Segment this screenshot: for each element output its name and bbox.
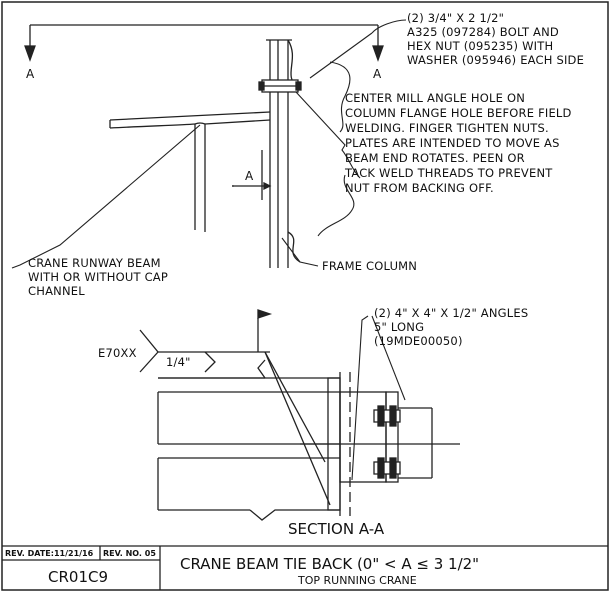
instruction-note-line: PLATES ARE INTENDED TO MOVE AS [345,136,560,150]
angle-note-line: (2) 4" X 4" X 1/2" ANGLES [374,306,528,320]
bolt-note: (2) 3/4" X 2 1/2" A325 (097284) BOLT AND… [407,11,584,67]
instruction-note-line: COLUMN FLANGE HOLE BEFORE FIELD [345,106,572,120]
instruction-note-line: BEAM END ROTATES. PEEN OR [345,151,525,165]
section-marker-right: A [373,67,382,81]
drawing-title: CRANE BEAM TIE BACK (0" < A ≤ 3 1/2" [180,555,479,573]
angle-leaders [351,315,406,481]
bolt-note-line: WASHER (095946) EACH SIDE [407,53,584,67]
section-title: SECTION A-A [288,520,385,538]
angle-note-line: (19MDE00050) [374,334,463,348]
beam-note-line: CRANE RUNWAY BEAM [28,256,161,270]
column-note: FRAME COLUMN [322,259,417,273]
beam-note-line: CHANNEL [28,284,85,298]
section-view [139,309,460,521]
rev-no: REV. NO. 05 [103,549,156,558]
angle-note: (2) 4" X 4" X 1/2" ANGLES 5" LONG (19MDE… [374,306,528,348]
instruction-note-line: WELDING. FINGER TIGHTEN NUTS. [345,121,549,135]
instruction-note-line: NUT FROM BACKING OFF. [345,181,494,195]
bolt-note-line: (2) 3/4" X 2 1/2" [407,11,504,25]
drawing-number: CR01C9 [48,568,108,586]
column-flange [300,391,460,483]
bolt-note-line: A325 (097284) BOLT AND [407,25,559,39]
beam-note-line: WITH OR WITHOUT CAP [28,270,168,284]
frame-column [266,39,301,268]
instruction-note-line: CENTER MILL ANGLE HOLE ON [345,91,525,105]
weld-spec: E70XX [98,346,137,360]
leader-lines [11,19,407,269]
instruction-note: CENTER MILL ANGLE HOLE ON COLUMN FLANGE … [344,91,572,195]
bolt-assembly [258,79,302,93]
crane-runway-beam [109,111,271,232]
section-marker-left: A [26,67,35,81]
weld-size: 1/4" [166,355,191,369]
bolt-note-line: HEX NUT (095235) WITH [407,39,553,53]
rev-date: REV. DATE:11/21/16 [5,549,94,558]
beam-note: CRANE RUNWAY BEAM WITH OR WITHOUT CAP CH… [28,256,168,298]
title-block [2,545,608,590]
section-cut-line [24,24,384,62]
dimension-a [232,150,272,200]
instruction-note-line: TACK WELD THREADS TO PREVENT [344,166,553,180]
drawing-subtitle: TOP RUNNING CRANE [297,574,417,587]
bolts-section [373,405,401,479]
angle-note-line: 5" LONG [374,320,424,334]
dimension-label: A [245,169,254,183]
weld-symbol [139,309,331,506]
elevation-view [11,19,407,269]
